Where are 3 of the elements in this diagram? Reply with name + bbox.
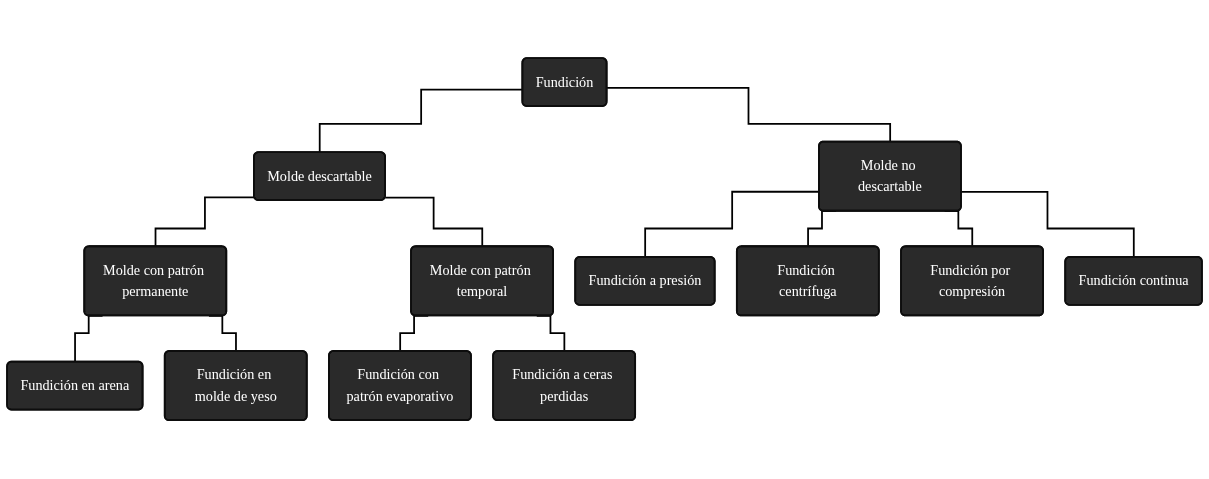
connector bbox=[384, 197, 484, 248]
connector bbox=[154, 196, 256, 248]
connector bbox=[960, 191, 1135, 259]
